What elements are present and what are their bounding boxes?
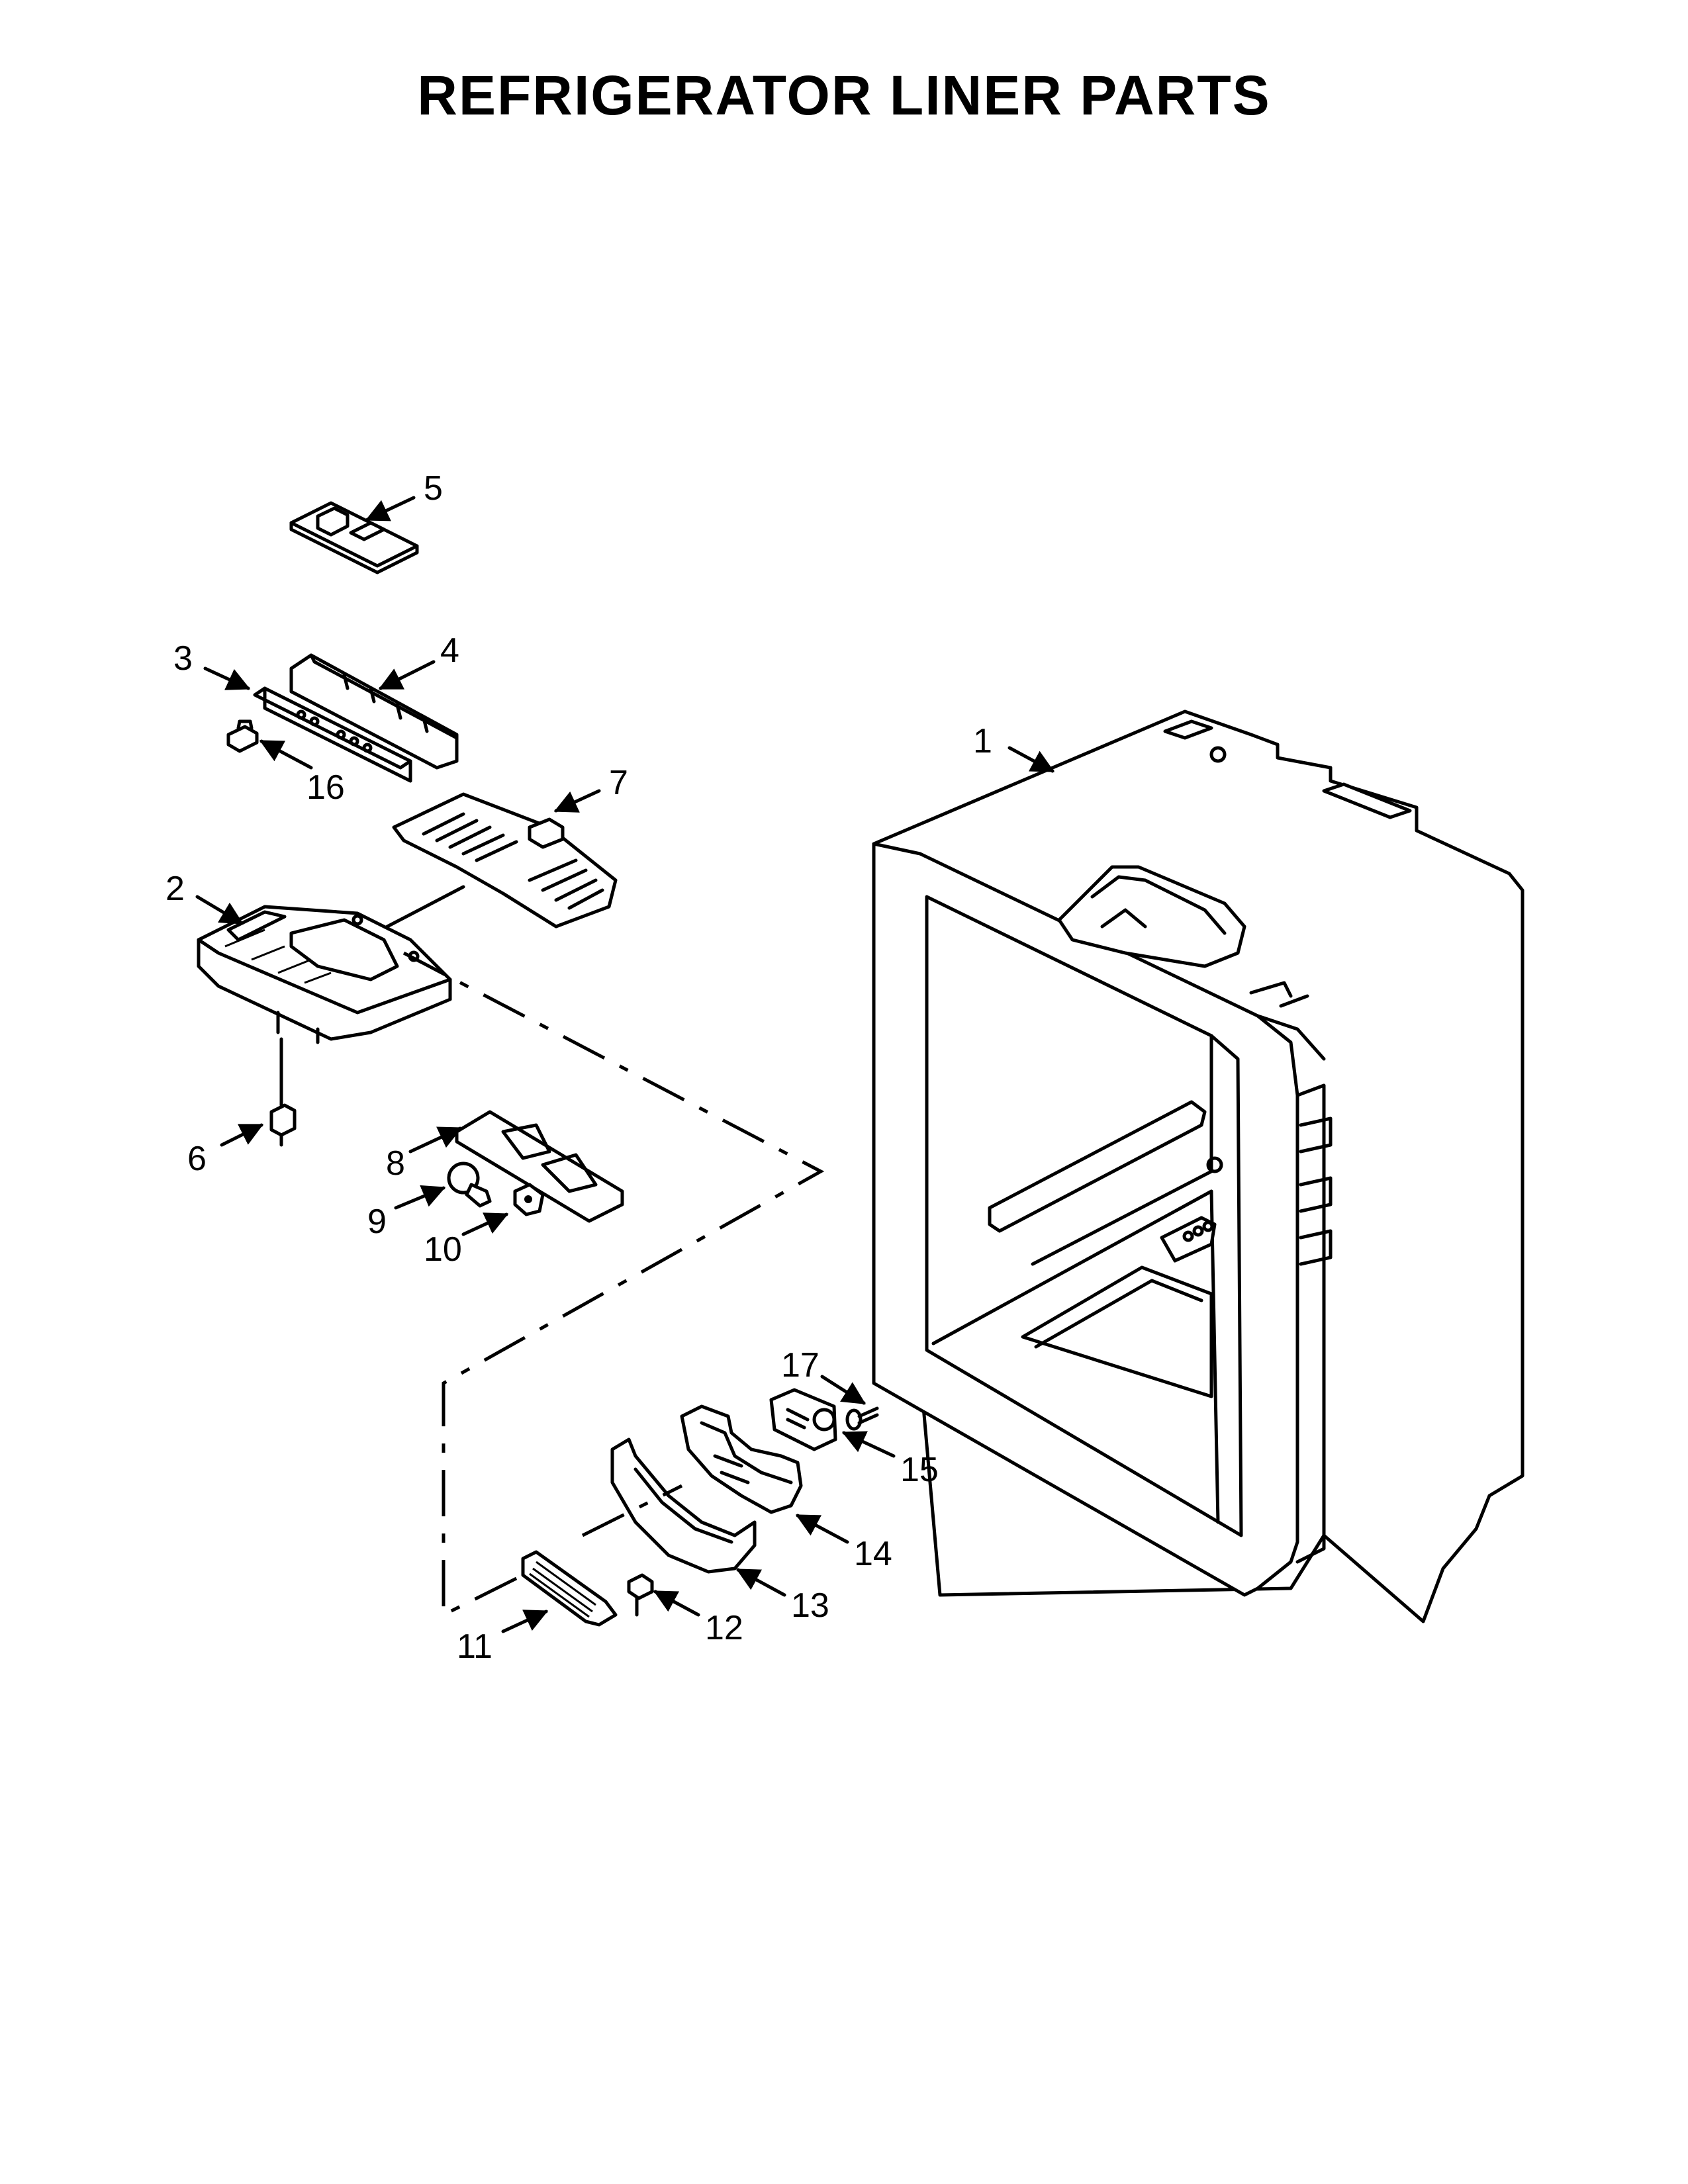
callout-12: 12	[705, 1609, 743, 1647]
callout-11: 11	[457, 1627, 492, 1666]
part-2-light-housing[interactable]	[197, 905, 452, 1044]
part-5-control-board[interactable]	[289, 501, 419, 574]
callout-17: 17	[781, 1346, 820, 1385]
callout-labels: 5 4 3 16 7 2 6 8 9 10 1 17 15 14 13 12 1…	[165, 469, 992, 1666]
connector-lines	[385, 885, 825, 1618]
callout-7: 7	[609, 764, 628, 802]
callout-5: 5	[424, 469, 443, 508]
part-13-bracket[interactable]	[610, 1437, 757, 1574]
part-4-control-housing[interactable]	[289, 653, 459, 770]
callout-13: 13	[791, 1586, 829, 1625]
callout-1: 1	[973, 722, 992, 760]
callout-10: 10	[424, 1230, 462, 1269]
callout-4: 4	[440, 631, 459, 670]
part-10-socket[interactable]	[513, 1183, 545, 1216]
part-16-clip[interactable]	[226, 719, 259, 753]
part-6-switch[interactable]	[269, 1037, 297, 1147]
part-11-lens[interactable]	[521, 1550, 618, 1627]
callout-15: 15	[900, 1451, 939, 1489]
part-7-light-cover[interactable]	[392, 792, 618, 929]
part-17-screw[interactable]	[845, 1406, 879, 1431]
callout-16: 16	[306, 768, 345, 807]
callout-8: 8	[386, 1144, 405, 1183]
part-14-inner-housing[interactable]	[680, 1404, 803, 1514]
page-title: REFRIGERATOR LINER PARTS	[417, 64, 1271, 126]
callout-2: 2	[165, 870, 185, 908]
callout-9: 9	[367, 1203, 387, 1241]
part-12-screw[interactable]	[627, 1573, 654, 1617]
part-3-panel[interactable]	[253, 686, 412, 783]
part-15-module[interactable]	[769, 1388, 837, 1451]
callout-3: 3	[173, 639, 193, 678]
part-1-liner[interactable]	[872, 709, 1524, 1623]
leader-arrows	[195, 496, 1055, 1633]
callout-14: 14	[854, 1535, 892, 1573]
callout-6: 6	[187, 1140, 207, 1178]
part-9-bulb[interactable]	[447, 1161, 492, 1208]
